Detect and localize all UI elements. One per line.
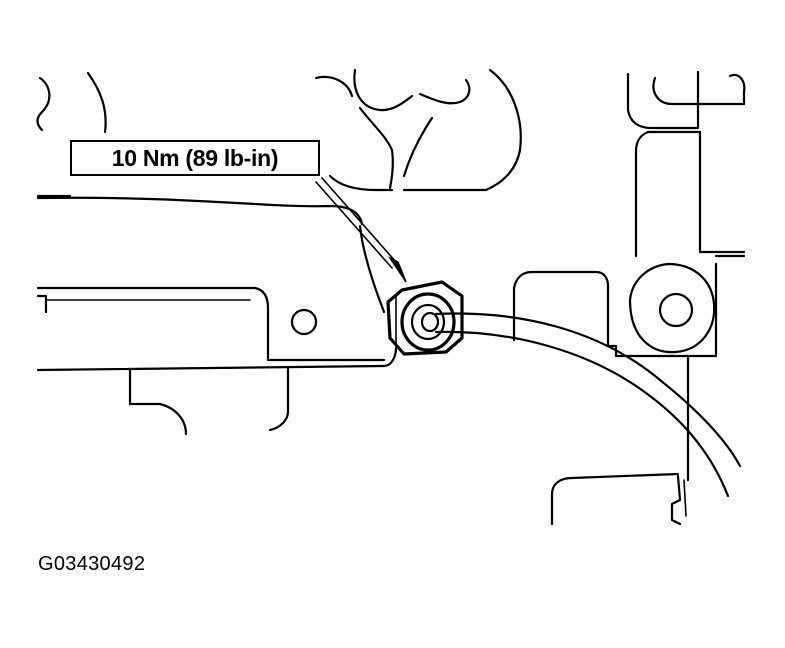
- right-casting-block: [512, 254, 746, 358]
- figure-id-label: G03430492: [38, 553, 146, 575]
- torque-callout-label: 10 Nm (89 lb-in): [70, 140, 320, 176]
- mounting-hole-icon: [290, 308, 318, 336]
- left-casting-arm: [36, 194, 398, 372]
- mounting-boss-icon: [658, 292, 694, 328]
- top-left-casting-edge: [36, 71, 107, 134]
- top-right-casting: [626, 70, 746, 258]
- callout-leader-arrow: [315, 177, 407, 283]
- lower-left-casting: [128, 366, 290, 436]
- top-center-casting: [314, 68, 522, 192]
- lower-right-bracket: [550, 356, 690, 526]
- nut-fitting-icon: [386, 280, 464, 356]
- fluid-tube: [434, 312, 742, 498]
